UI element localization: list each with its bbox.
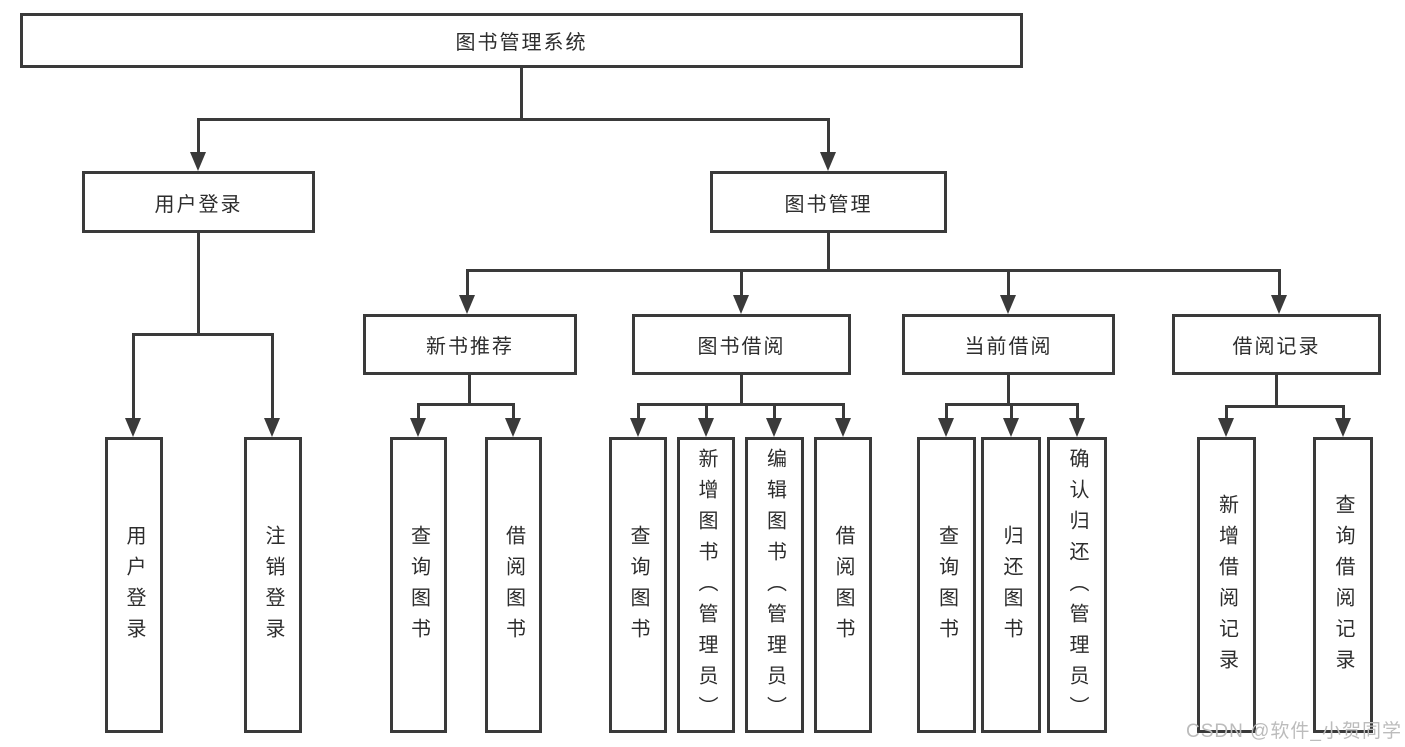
node-library-system: 图书管理系统 [20, 13, 1023, 68]
connector-vline [1225, 405, 1228, 420]
arrowhead-down-icon [125, 418, 141, 437]
connector-vline [1278, 269, 1281, 297]
connector-vline [773, 403, 776, 420]
node-add-book-admin: 新增图书（管理员） [677, 437, 735, 733]
node-new-book-recommend: 新书推荐 [363, 314, 577, 375]
arrowhead-down-icon [505, 418, 521, 437]
connector-vline [827, 118, 830, 154]
connector-vline [417, 403, 420, 420]
node-confirm-return-admin: 确认归还（管理员） [1047, 437, 1107, 733]
connector-vline [705, 403, 708, 420]
node-query-books-current: 查询图书 [917, 437, 976, 733]
connector-vline [520, 68, 523, 121]
connector-vline [945, 403, 948, 420]
arrowhead-down-icon [820, 152, 836, 171]
connector-vline [1342, 405, 1345, 420]
connector-vline [637, 403, 640, 420]
connector-hline [417, 403, 515, 406]
connector-vline [512, 403, 515, 420]
connector-vline [197, 118, 200, 154]
connector-vline [468, 375, 471, 406]
node-query-books-borrow: 查询图书 [609, 437, 667, 733]
connector-vline [1076, 403, 1079, 420]
arrowhead-down-icon [459, 295, 475, 314]
connector-vline [1275, 375, 1278, 408]
arrowhead-down-icon [1003, 418, 1019, 437]
node-borrow-books-leaf: 借阅图书 [814, 437, 872, 733]
node-book-borrow: 图书借阅 [632, 314, 851, 375]
node-current-borrow: 当前借阅 [902, 314, 1115, 375]
connector-hline [637, 403, 844, 406]
node-add-borrow-record: 新增借阅记录 [1197, 437, 1256, 733]
connector-hline [197, 118, 830, 121]
node-return-book: 归还图书 [981, 437, 1041, 733]
arrowhead-down-icon [766, 418, 782, 437]
connector-vline [842, 403, 845, 420]
node-logout: 注销登录 [244, 437, 302, 733]
node-borrow-records: 借阅记录 [1172, 314, 1381, 375]
connector-vline [132, 333, 135, 420]
connector-vline [1010, 403, 1013, 420]
arrowhead-down-icon [264, 418, 280, 437]
arrowhead-down-icon [190, 152, 206, 171]
connector-hline [466, 269, 1281, 272]
arrowhead-down-icon [698, 418, 714, 437]
arrowhead-down-icon [1218, 418, 1234, 437]
connector-vline [197, 233, 200, 336]
connector-vline [740, 269, 743, 297]
arrowhead-down-icon [733, 295, 749, 314]
arrowhead-down-icon [630, 418, 646, 437]
arrowhead-down-icon [1271, 295, 1287, 314]
node-user-login: 用户登录 [82, 171, 315, 233]
node-book-management: 图书管理 [710, 171, 947, 233]
arrowhead-down-icon [410, 418, 426, 437]
connector-vline [1007, 269, 1010, 297]
node-borrow-books-recommend: 借阅图书 [485, 437, 542, 733]
node-edit-book-admin: 编辑图书（管理员） [745, 437, 804, 733]
connector-vline [827, 233, 830, 272]
node-query-books-recommend: 查询图书 [390, 437, 447, 733]
connector-vline [466, 269, 469, 297]
connector-vline [271, 333, 274, 420]
arrowhead-down-icon [938, 418, 954, 437]
connector-vline [740, 375, 743, 406]
connector-hline [1225, 405, 1345, 408]
arrowhead-down-icon [1335, 418, 1351, 437]
arrowhead-down-icon [1000, 295, 1016, 314]
arrowhead-down-icon [1069, 418, 1085, 437]
connector-vline [1007, 375, 1010, 406]
node-query-borrow-record: 查询借阅记录 [1313, 437, 1373, 733]
watermark: CSDN @软件_小贺同学 [1186, 721, 1402, 742]
arrowhead-down-icon [835, 418, 851, 437]
connector-hline [132, 333, 274, 336]
node-user-login-leaf: 用户登录 [105, 437, 163, 733]
